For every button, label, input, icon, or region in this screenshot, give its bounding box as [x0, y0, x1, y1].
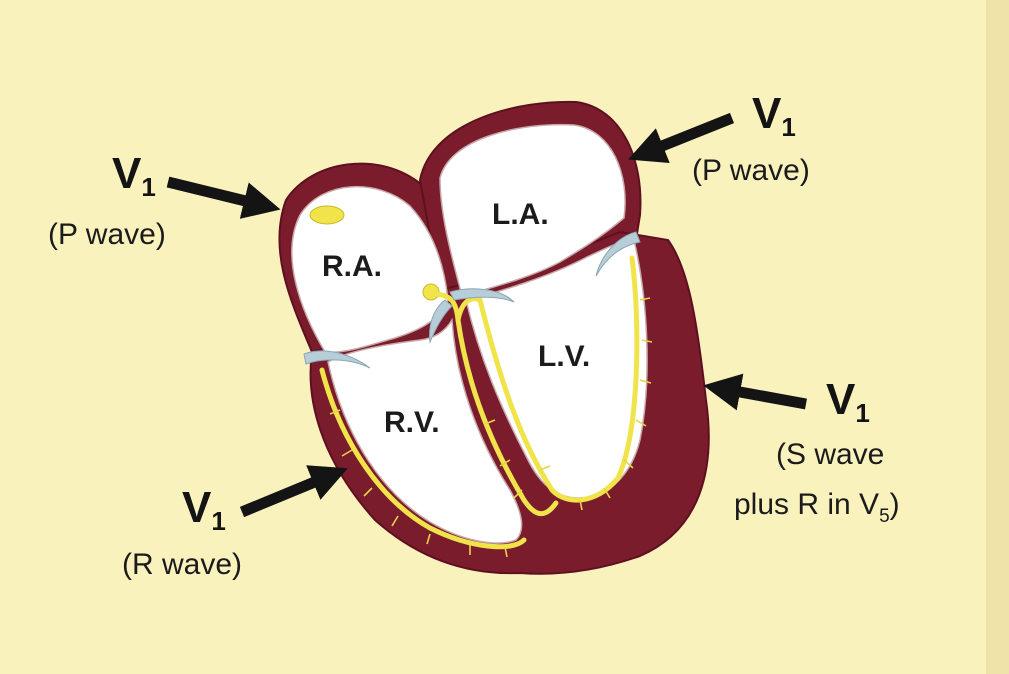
lead-note-line1: (S wave: [776, 438, 884, 471]
label-left-atrium: L.A.: [492, 198, 549, 231]
page-edge: [986, 0, 1009, 674]
lead-subscript: 1: [141, 172, 155, 202]
arrow-left-lower: [242, 474, 334, 512]
svg-text:V1: V1: [752, 89, 796, 142]
label-left-ventricle: L.V.: [538, 340, 590, 373]
sinus-node: [310, 206, 344, 224]
lead-letter: V: [182, 483, 212, 532]
lead-subscript: 1: [855, 398, 869, 428]
lead-note: (P wave): [692, 154, 810, 187]
lead-letter: V: [112, 149, 142, 198]
svg-text:V1: V1: [182, 483, 226, 536]
label-right-atrium: R.A.: [322, 250, 382, 283]
lead-letter: V: [752, 89, 782, 138]
lead-left-lower: V1 (R wave): [122, 483, 242, 581]
arrow-right-upper: [642, 118, 732, 154]
lead-note-line2: plus R in V5): [734, 488, 900, 527]
svg-text:V1: V1: [826, 375, 870, 428]
lead-subscript: 1: [211, 506, 225, 536]
lead-letter: V: [826, 375, 856, 424]
arrow-left-upper: [168, 182, 266, 206]
arrow-right-lower: [718, 388, 806, 404]
lead-right-upper: V1 (P wave): [692, 89, 810, 187]
lead-note: (R wave): [122, 548, 242, 581]
lead-subscript: 1: [781, 112, 795, 142]
label-right-ventricle: R.V.: [384, 406, 440, 439]
lead-left-upper: V1 (P wave): [48, 149, 166, 251]
svg-text:V1: V1: [112, 149, 156, 202]
lead-note: (P wave): [48, 218, 166, 251]
